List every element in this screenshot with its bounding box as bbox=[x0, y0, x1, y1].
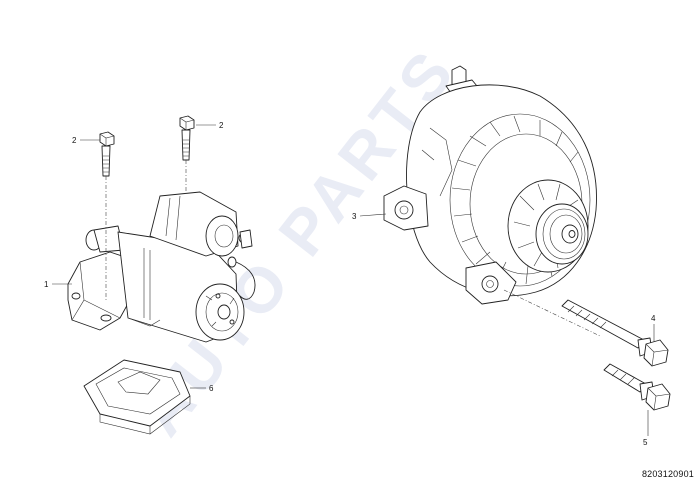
callout-4: 4 bbox=[651, 314, 656, 323]
alternator-bolt-long[interactable] bbox=[561, 299, 669, 367]
leader-3 bbox=[359, 213, 387, 217]
callout-5: 5 bbox=[643, 438, 648, 447]
alternator-bolt-short[interactable] bbox=[603, 363, 671, 411]
callout-1: 1 bbox=[44, 280, 49, 289]
alternator[interactable] bbox=[383, 65, 597, 305]
starter-heat-shield[interactable] bbox=[83, 359, 191, 435]
reference-code: 8203120901 bbox=[641, 469, 694, 479]
starter-bolt-right[interactable] bbox=[179, 115, 195, 161]
callout-3: 3 bbox=[352, 212, 357, 221]
callout-2-right: 2 bbox=[219, 121, 224, 130]
callout-2-left: 2 bbox=[72, 136, 77, 145]
starter-motor[interactable] bbox=[67, 191, 256, 343]
callout-6: 6 bbox=[209, 384, 214, 393]
starter-bolt-left[interactable] bbox=[99, 131, 115, 177]
